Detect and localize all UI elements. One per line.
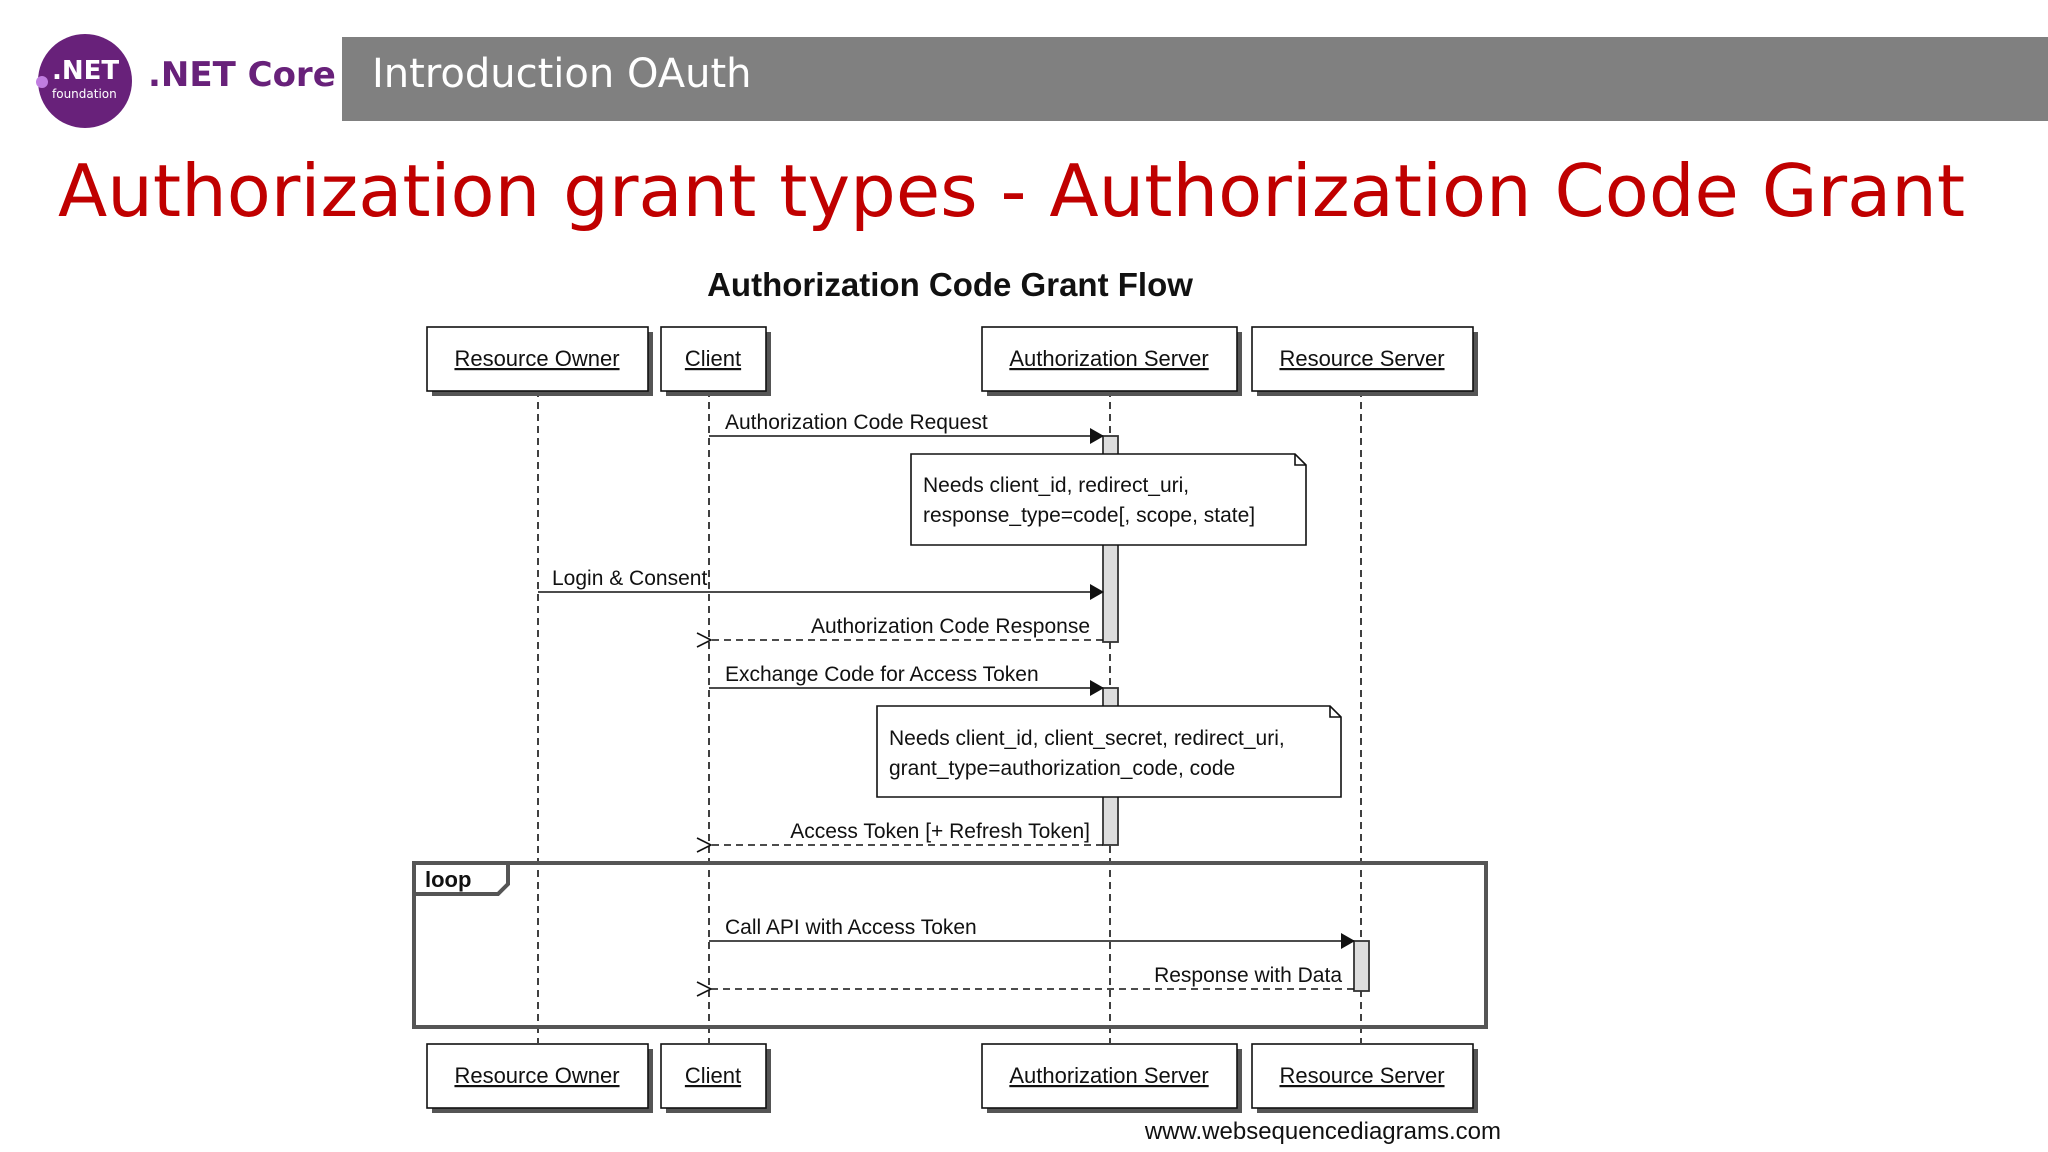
- loop-label-tab: [412, 861, 510, 896]
- participant-label: Authorization Server: [1009, 1063, 1208, 1088]
- header-title: Introduction OAuth: [372, 51, 752, 97]
- diagram-title: Authorization Code Grant Flow: [707, 266, 1193, 303]
- participant-resource-owner-top: Resource Owner: [426, 326, 653, 396]
- participant-resource-owner-bottom: Resource Owner: [426, 1043, 653, 1113]
- message-label: Response with Data: [1154, 964, 1342, 987]
- participant-resource-server-top: Resource Server: [1251, 326, 1478, 396]
- message-label: Login & Consent: [552, 567, 707, 590]
- message-label: Call API with Access Token: [725, 916, 977, 939]
- header-bar: [342, 37, 2048, 121]
- activation-bar: [1353, 940, 1370, 992]
- note-line: grant_type=authorization_code, code: [889, 757, 1235, 780]
- brand-name: .NET Core: [148, 55, 336, 95]
- participant-label: Resource Owner: [454, 346, 619, 371]
- logo-foundation-text: foundation: [52, 87, 117, 101]
- participant-label: Resource Server: [1279, 1063, 1444, 1088]
- participant-authorization-server-top: Authorization Server: [981, 326, 1242, 396]
- diagram-credit: www.websequencediagrams.com: [1144, 1118, 1501, 1145]
- note-line: response_type=code[, scope, state]: [923, 504, 1255, 527]
- dotnet-foundation-logo: [38, 34, 132, 128]
- note-token-request: Needs client_id, client_secret, redirect…: [876, 705, 1342, 798]
- message-label: Authorization Code Request: [725, 411, 988, 434]
- message-label: Exchange Code for Access Token: [725, 663, 1039, 686]
- participant-label: Client: [685, 346, 741, 371]
- loop-label: loop: [425, 867, 471, 892]
- note-line: Needs client_id, redirect_uri,: [923, 474, 1189, 497]
- slide-title: Authorization grant types - Authorizatio…: [58, 149, 1966, 233]
- participant-label: Resource Owner: [454, 1063, 619, 1088]
- participant-resource-server-bottom: Resource Server: [1251, 1043, 1478, 1113]
- participant-label: Authorization Server: [1009, 346, 1208, 371]
- sequence-diagram: Authorization Code Grant Flow loop Needs…: [412, 266, 1501, 1145]
- logo-net-text: .NET: [52, 56, 120, 86]
- participant-label: Client: [685, 1063, 741, 1088]
- note-authorization-request: Needs client_id, redirect_uri, response_…: [910, 453, 1307, 546]
- logo-dot-icon: [36, 76, 48, 88]
- loop-frame: [412, 861, 1488, 1029]
- message-label: Access Token [+ Refresh Token]: [790, 820, 1090, 843]
- note-line: Needs client_id, client_secret, redirect…: [889, 727, 1285, 750]
- participant-client-top: Client: [660, 326, 771, 396]
- participant-label: Resource Server: [1279, 346, 1444, 371]
- participant-client-bottom: Client: [660, 1043, 771, 1113]
- participant-authorization-server-bottom: Authorization Server: [981, 1043, 1242, 1113]
- message-label: Authorization Code Response: [811, 615, 1090, 638]
